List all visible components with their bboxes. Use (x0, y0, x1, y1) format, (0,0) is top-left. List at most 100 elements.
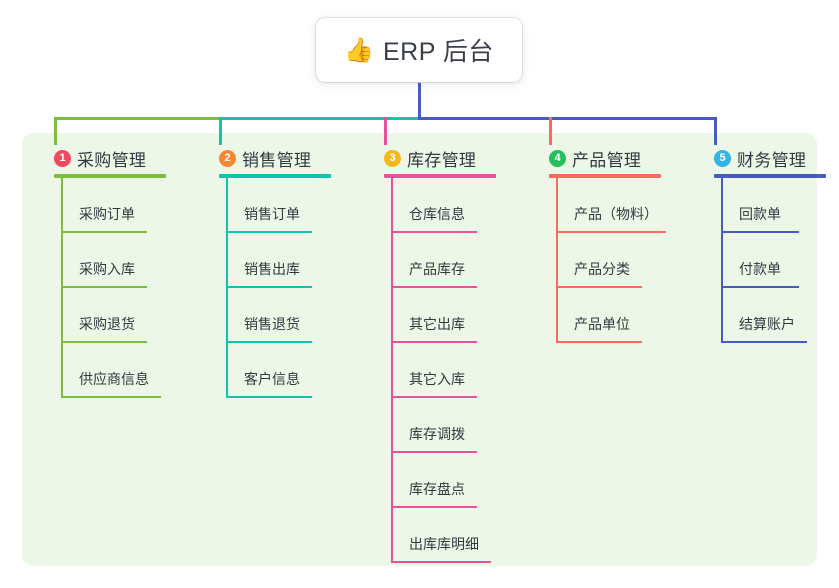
menu-item-rule (721, 341, 807, 343)
menu-item-rule (721, 286, 799, 288)
menu-item[interactable]: 出库库明细 (391, 508, 532, 563)
menu-item-rule (391, 451, 477, 453)
category-header-2[interactable]: 2 销售管理 (207, 146, 367, 170)
menu-item-label: 其它入库 (409, 371, 465, 387)
menu-item-rule (556, 231, 666, 233)
menu-item-rule (226, 231, 312, 233)
category-underline-4 (549, 174, 661, 178)
background-panel (22, 133, 817, 566)
menu-item-label: 仓库信息 (409, 206, 465, 222)
menu-item-rule (556, 341, 642, 343)
menu-item[interactable]: 其它出库 (391, 288, 532, 343)
menu-item[interactable]: 供应商信息 (61, 343, 202, 398)
menu-item-label: 产品分类 (574, 261, 630, 277)
menu-item-rule (721, 231, 799, 233)
menu-item-rule (226, 341, 312, 343)
menu-item-rule (391, 231, 477, 233)
category-column-2: 2 销售管理销售订单销售出库销售退货客户信息 (207, 146, 367, 398)
menu-item-label: 回款单 (739, 206, 781, 222)
menu-item[interactable]: 结算账户 (721, 288, 839, 343)
branch-spine-3 (391, 178, 393, 563)
menu-item[interactable]: 产品分类 (556, 233, 697, 288)
menu-item-rule (391, 396, 477, 398)
branch-spine-2 (226, 178, 228, 398)
category-items-1: 采购订单采购入库采购退货供应商信息 (61, 178, 202, 398)
root-node-card[interactable]: 👍 ERP 后台 (316, 18, 522, 82)
menu-item[interactable]: 销售退货 (226, 288, 367, 343)
category-column-4: 4 产品管理产品（物料） 产品分类产品单位 (537, 146, 697, 343)
category-underline-3 (384, 174, 496, 178)
category-title-5: 财务管理 (737, 150, 807, 170)
category-title-4: 产品管理 (572, 150, 642, 170)
menu-item-rule (391, 506, 477, 508)
menu-item[interactable]: 销售出库 (226, 233, 367, 288)
category-header-1[interactable]: 1 采购管理 (42, 146, 202, 170)
category-items-5: 回款单付款单结算账户 (721, 178, 839, 343)
trunk-segment-right (418, 117, 717, 120)
category-title-2: 销售管理 (242, 150, 312, 170)
menu-item-rule (391, 341, 477, 343)
menu-item-rule (391, 286, 477, 288)
branch-drop-3 (384, 117, 387, 145)
menu-item[interactable]: 采购退货 (61, 288, 202, 343)
menu-item[interactable]: 产品库存 (391, 233, 532, 288)
menu-item-rule (61, 341, 147, 343)
menu-item-label: 产品单位 (574, 316, 630, 332)
menu-item[interactable]: 其它入库 (391, 343, 532, 398)
branch-drop-5 (714, 117, 717, 145)
menu-item-label: 其它出库 (409, 316, 465, 332)
menu-item[interactable]: 客户信息 (226, 343, 367, 398)
menu-item[interactable]: 采购入库 (61, 233, 202, 288)
category-underline-2 (219, 174, 331, 178)
category-badge-1: 1 (54, 149, 71, 167)
category-badge-2: 2 (219, 149, 236, 167)
category-column-3: 3 库存管理仓库信息产品库存其它出库其它入库库存调拨库存盘点出库库明细 (372, 146, 532, 563)
category-items-4: 产品（物料） 产品分类产品单位 (556, 178, 697, 343)
category-badge-4: 4 (549, 149, 566, 167)
menu-item-label: 库存盘点 (409, 481, 465, 497)
menu-item[interactable]: 库存调拨 (391, 398, 532, 453)
category-items-2: 销售订单销售出库销售退货客户信息 (226, 178, 367, 398)
menu-item-label: 付款单 (739, 261, 781, 277)
menu-item-label: 产品库存 (409, 261, 465, 277)
trunk-segment-mid (219, 117, 421, 120)
category-column-1: 1 采购管理采购订单采购入库采购退货供应商信息 (42, 146, 202, 398)
menu-item-label: 库存调拨 (409, 426, 465, 442)
branch-drop-4 (549, 117, 552, 145)
root-stem (418, 82, 421, 120)
category-title-1: 采购管理 (77, 150, 147, 170)
branch-spine-5 (721, 178, 723, 343)
category-badge-3: 3 (384, 149, 401, 167)
menu-item[interactable]: 采购订单 (61, 178, 202, 233)
category-underline-1 (54, 174, 166, 178)
menu-item-label: 客户信息 (244, 371, 300, 387)
menu-item[interactable]: 产品（物料） (556, 178, 697, 233)
menu-item[interactable]: 销售订单 (226, 178, 367, 233)
menu-item[interactable]: 付款单 (721, 233, 839, 288)
menu-item[interactable]: 产品单位 (556, 288, 697, 343)
menu-item-label: 采购退货 (79, 316, 135, 332)
category-title-3: 库存管理 (407, 150, 477, 170)
thumbs-up-emoji: 👍 (344, 37, 374, 64)
menu-item-label: 销售订单 (244, 206, 300, 222)
menu-item[interactable]: 仓库信息 (391, 178, 532, 233)
menu-item-label: 出库库明细 (409, 536, 479, 552)
category-header-4[interactable]: 4 产品管理 (537, 146, 697, 170)
category-header-3[interactable]: 3 库存管理 (372, 146, 532, 170)
menu-item-label: 销售退货 (244, 316, 300, 332)
menu-item-label: 采购入库 (79, 261, 135, 277)
menu-item-rule (391, 561, 491, 563)
menu-item-label: 供应商信息 (79, 371, 149, 387)
menu-item-label: 结算账户 (739, 316, 795, 332)
menu-item-rule (556, 286, 642, 288)
menu-item[interactable]: 回款单 (721, 178, 839, 233)
menu-item[interactable]: 库存盘点 (391, 453, 532, 508)
menu-item-label: 采购订单 (79, 206, 135, 222)
menu-item-rule (61, 231, 147, 233)
menu-item-rule (61, 286, 147, 288)
menu-item-rule (226, 396, 312, 398)
menu-item-label: 产品（物料） (574, 206, 658, 222)
branch-drop-2 (219, 117, 222, 145)
